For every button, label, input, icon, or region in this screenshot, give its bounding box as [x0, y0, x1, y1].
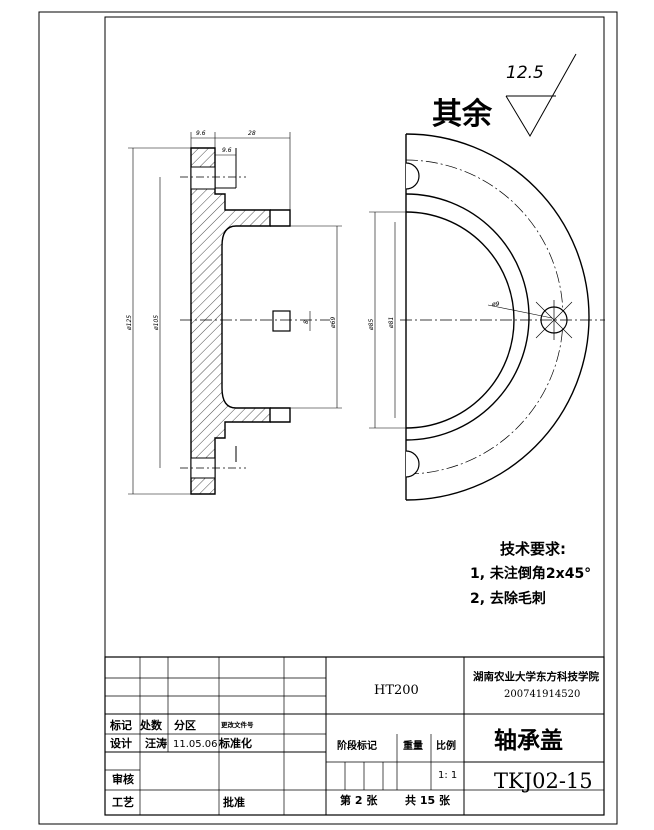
label-count: 处数	[139, 718, 163, 732]
drawing-number: TKJ02-15	[494, 769, 593, 793]
dim-inner-2: ø81	[388, 317, 395, 329]
tech-requirement-1: 1, 未注倒角2x45°	[470, 565, 591, 582]
label-design: 设计	[110, 736, 132, 750]
label-process: 工艺	[112, 795, 134, 809]
tech-requirement-2: 2, 去除毛刺	[470, 590, 546, 607]
label-stage-mark: 阶段标记	[337, 739, 377, 752]
sheet-total: 共 15 张	[405, 793, 451, 807]
title-block	[104, 656, 605, 816]
tech-requirements-title: 技术要求:	[500, 540, 566, 558]
dim-total-length: 28	[248, 130, 256, 137]
dim-bolt-circle: ø105	[153, 315, 160, 331]
surface-finish-label: 其余	[432, 97, 493, 132]
dim-flange-thickness: 9.6	[196, 130, 206, 137]
roughness-value: 12.5	[506, 63, 544, 83]
scale-value: 1: 1	[438, 770, 457, 781]
dim-step: 9.6	[222, 147, 232, 154]
student-id: 200741914520	[504, 689, 580, 700]
label-approve: 批准	[223, 795, 245, 809]
dim-hole: ø9	[491, 301, 500, 308]
dim-inner-1: ø85	[368, 319, 375, 331]
label-standardize: 标准化	[218, 736, 252, 750]
label-review: 审核	[112, 772, 134, 786]
dim-spigot: ø69	[330, 317, 337, 329]
label-zone: 分区	[174, 718, 196, 732]
designer-name: 汪涛	[145, 736, 167, 750]
surface-finish-symbol: 12.5	[505, 53, 577, 137]
section-view	[128, 132, 342, 495]
design-date: 11.05.06	[173, 739, 218, 750]
label-scale: 比例	[436, 739, 456, 752]
section-hatch	[190, 147, 271, 495]
outer-border	[38, 11, 618, 825]
part-name: 轴承盖	[494, 727, 563, 754]
dim-hole-width: 8	[303, 320, 310, 324]
label-mark: 标记	[109, 718, 132, 732]
dim-outer-diameter: ø125	[126, 315, 133, 331]
label-change-doc: 更改文件号	[221, 720, 254, 729]
material: HT200	[374, 683, 419, 698]
label-weight: 重量	[403, 739, 423, 752]
sheet-number: 第 2 张	[340, 793, 378, 807]
front-view	[369, 133, 605, 501]
school-name: 湖南农业大学东方科技学院	[473, 670, 599, 683]
